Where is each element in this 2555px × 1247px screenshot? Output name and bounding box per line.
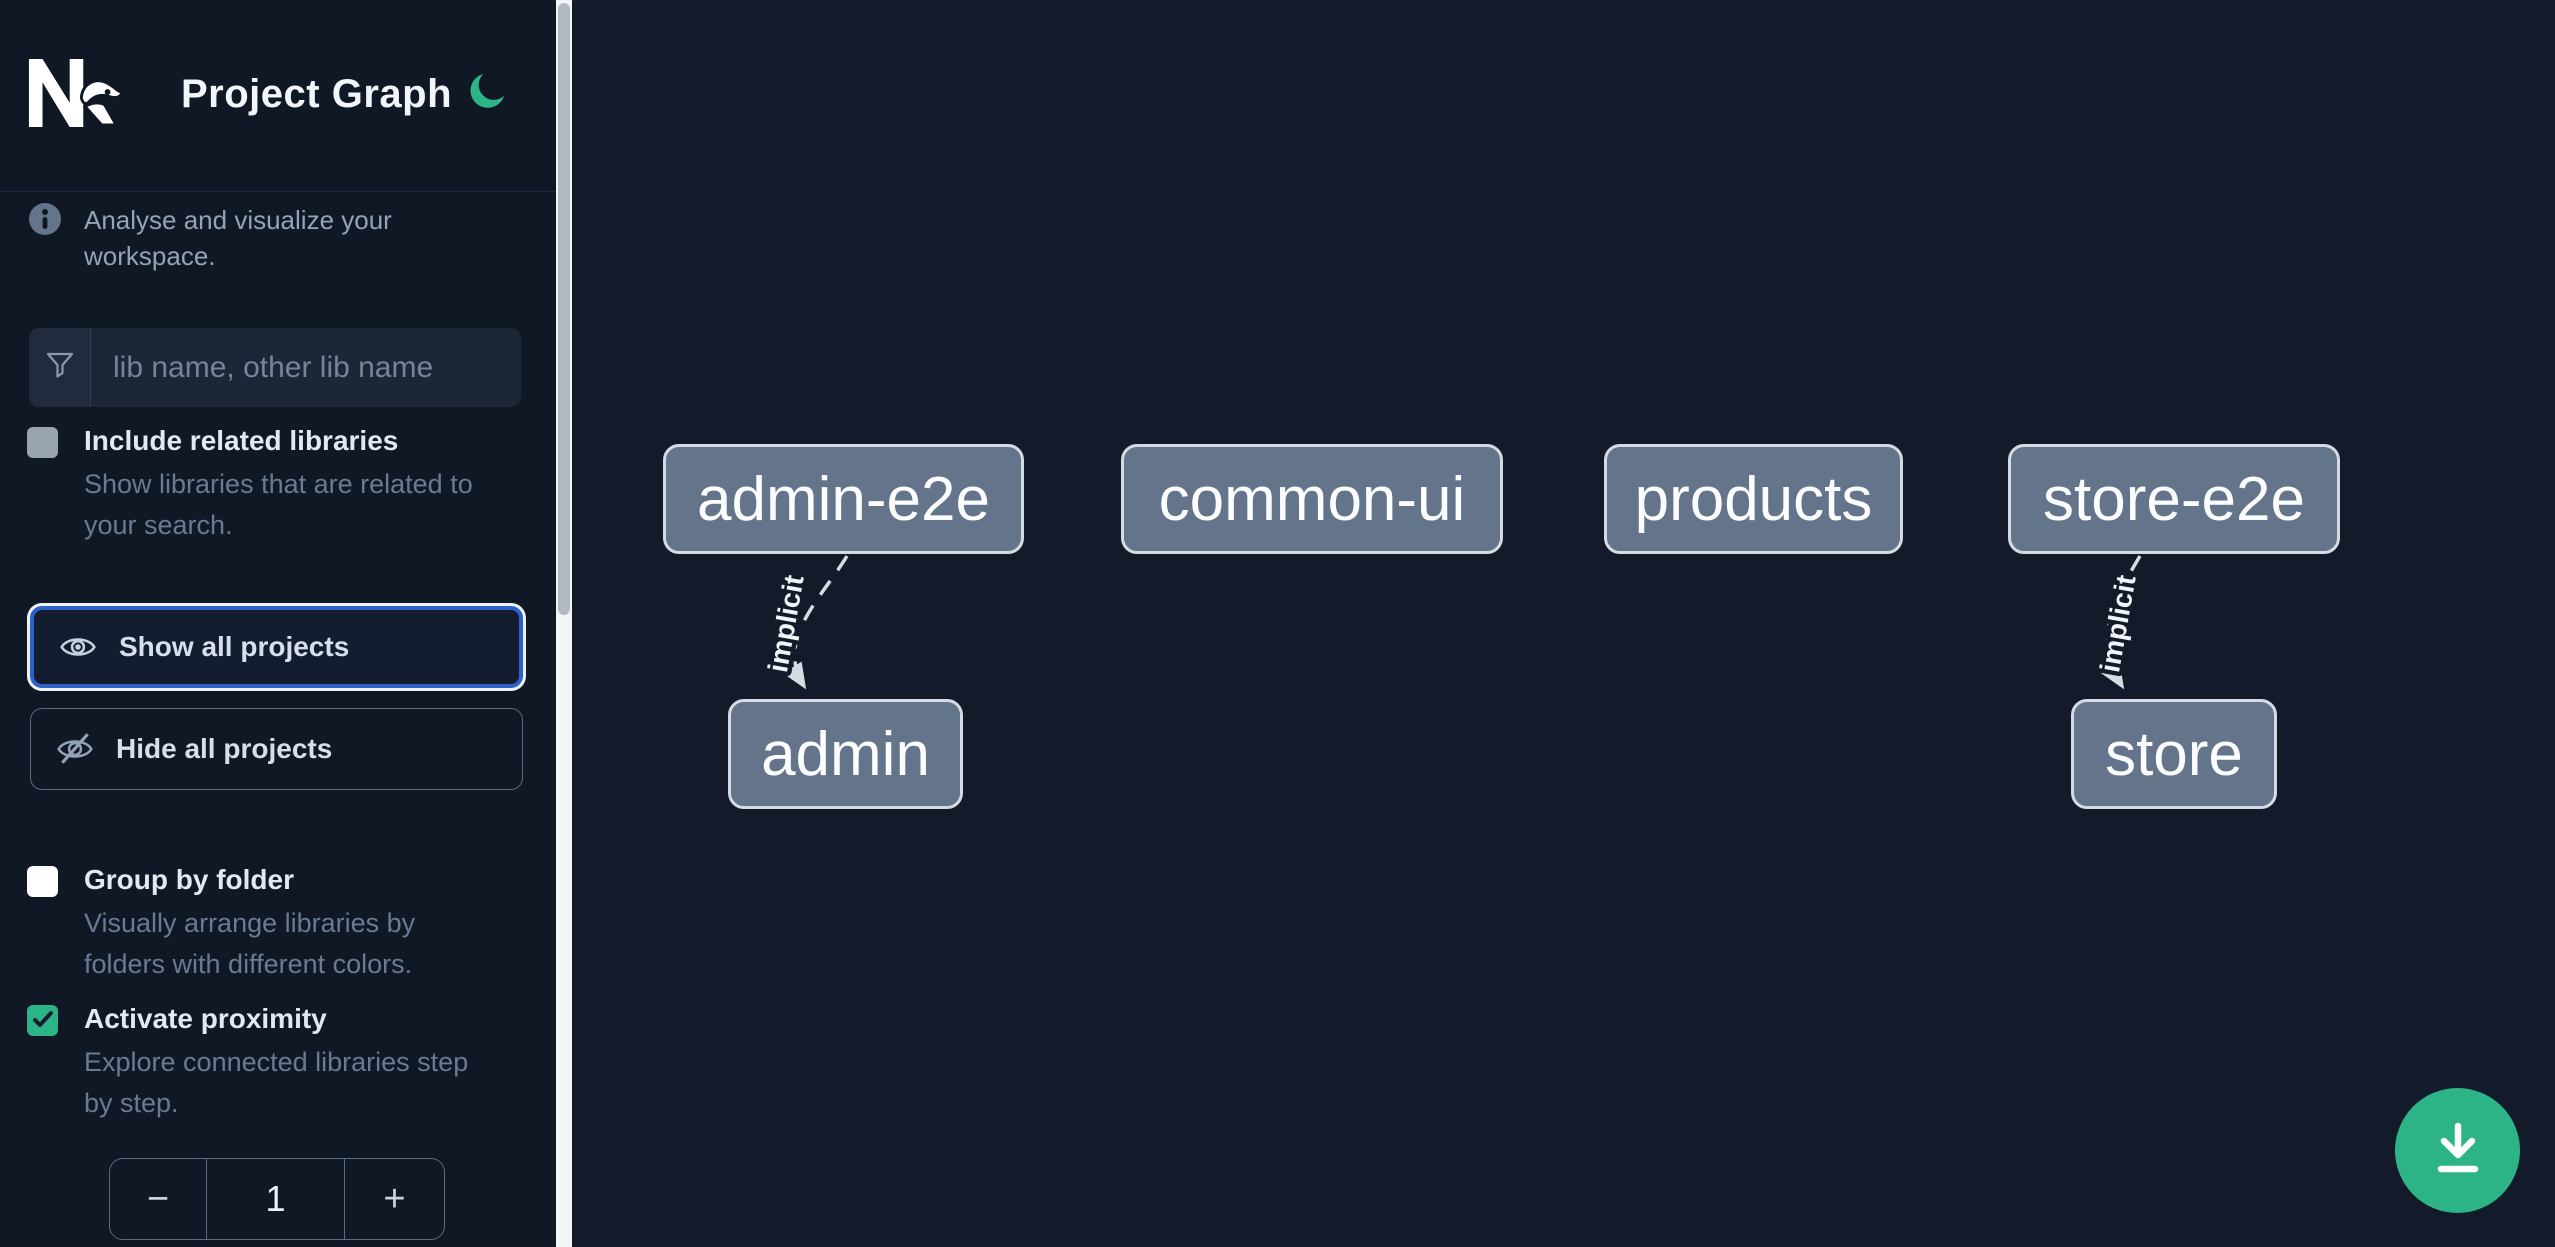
filter-box xyxy=(29,328,521,407)
include-related-label: Include related libraries xyxy=(84,425,399,456)
info-icon xyxy=(28,202,62,241)
graph-node-store-e2e[interactable]: store-e2e xyxy=(2008,444,2340,554)
checkmark-icon xyxy=(31,1007,55,1034)
graph-node-products[interactable]: products xyxy=(1604,444,1903,554)
page-title: Project Graph xyxy=(181,72,453,116)
graph-node-admin[interactable]: admin xyxy=(728,699,963,809)
workspace-tagline-row: Analyse and visualize your workspace. xyxy=(28,202,528,274)
moon-icon xyxy=(468,73,508,114)
include-related-row: Include related libraries Show libraries… xyxy=(27,424,527,546)
eye-off-icon xyxy=(56,730,94,768)
proximity-depth-stepper: − 1 + xyxy=(109,1158,445,1240)
download-icon xyxy=(2431,1120,2485,1181)
download-image-button[interactable] xyxy=(2395,1088,2520,1213)
graph-node-common-ui[interactable]: common-ui xyxy=(1121,444,1503,554)
filter-icon-cell xyxy=(29,328,91,407)
include-related-checkbox[interactable] xyxy=(27,427,58,458)
include-related-description: Show libraries that are related to your … xyxy=(84,469,473,540)
proximity-depth-value: 1 xyxy=(206,1159,345,1239)
group-by-folder-description: Visually arrange libraries by folders wi… xyxy=(84,908,416,979)
show-all-projects-button[interactable]: Show all projects xyxy=(30,606,523,688)
graph-node-admin-e2e[interactable]: admin-e2e xyxy=(663,444,1024,554)
hide-all-projects-button[interactable]: Hide all projects xyxy=(30,708,523,790)
workspace-tagline: Analyse and visualize your workspace. xyxy=(84,205,392,271)
sidebar: Project Graph Analyse and visualize your… xyxy=(0,0,556,1247)
group-by-folder-label: Group by folder xyxy=(84,864,294,895)
theme-toggle-button[interactable] xyxy=(466,70,510,114)
sidebar-scrollbar-track[interactable] xyxy=(556,0,572,1247)
activate-proximity-description: Explore connected libraries step by step… xyxy=(84,1047,469,1118)
nx-logo-icon xyxy=(27,54,124,137)
graph-node-store[interactable]: store xyxy=(2071,699,2277,809)
increment-button[interactable]: + xyxy=(345,1159,444,1239)
hide-all-projects-label: Hide all projects xyxy=(116,733,333,764)
show-all-projects-label: Show all projects xyxy=(119,631,350,662)
filter-input[interactable] xyxy=(91,328,521,407)
sidebar-header: Project Graph xyxy=(0,0,556,192)
activate-proximity-checkbox[interactable] xyxy=(27,1005,58,1036)
funnel-icon xyxy=(45,350,75,385)
group-by-folder-row: Group by folder Visually arrange librari… xyxy=(27,863,527,985)
group-by-folder-checkbox[interactable] xyxy=(27,866,58,897)
graph-canvas[interactable] xyxy=(572,0,2555,1247)
activate-proximity-label: Activate proximity xyxy=(84,1003,327,1034)
sidebar-scrollbar-thumb[interactable] xyxy=(558,3,570,615)
eye-icon xyxy=(59,628,97,666)
decrement-button[interactable]: − xyxy=(110,1159,206,1239)
activate-proximity-row: Activate proximity Explore connected lib… xyxy=(27,1002,527,1124)
